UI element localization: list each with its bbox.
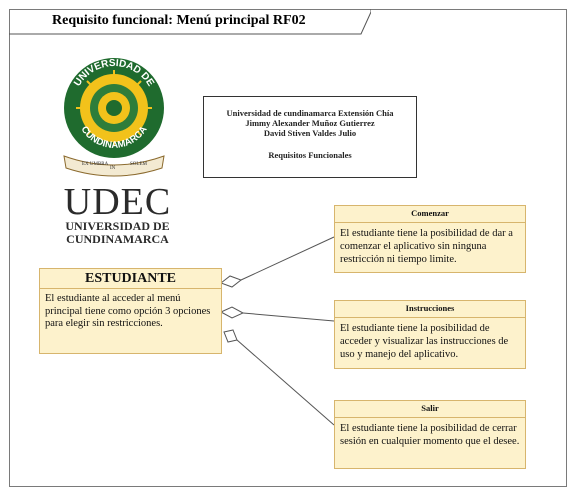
title-tab bbox=[9, 9, 371, 35]
udec-wordmark-title: UDEC bbox=[63, 181, 172, 223]
logo-ribbon-left: EX UMBRA bbox=[82, 162, 109, 167]
connector-diamond-instrucciones bbox=[219, 306, 245, 319]
diagram-title: Requisito funcional: Menú principal RF02 bbox=[52, 13, 306, 28]
option-instrucciones-text: El estudiante tiene la posibilidad de ac… bbox=[340, 323, 509, 360]
option-comenzar-title: Comenzar bbox=[335, 206, 525, 223]
actor-estudiante: ESTUDIANTE El estudiante al acceder al m… bbox=[39, 268, 222, 354]
option-instrucciones: Instrucciones El estudiante tiene la pos… bbox=[334, 300, 526, 369]
option-salir: Salir El estudiante tiene la posibilidad… bbox=[334, 400, 526, 469]
info-institution: Universidad de cundinamarca Extensión Ch… bbox=[226, 108, 394, 118]
option-salir-title: Salir bbox=[335, 401, 525, 418]
udec-wordmark-line2: CUNDINAMARCA bbox=[66, 232, 169, 246]
option-instrucciones-title: Instrucciones bbox=[335, 301, 525, 318]
connector-instrucciones bbox=[242, 312, 335, 322]
connector-comenzar bbox=[240, 236, 335, 281]
info-author-1: Jimmy Alexander Muñoz Gutierrez bbox=[245, 118, 375, 128]
connector-diamond-salir bbox=[223, 329, 238, 343]
info-author-2: David Stiven Valdes Julio bbox=[263, 128, 357, 138]
info-box: Universidad de cundinamarca Extensión Ch… bbox=[203, 96, 417, 178]
option-comenzar: Comenzar El estudiante tiene la posibili… bbox=[334, 205, 526, 273]
info-subtitle: Requisitos Funcionales bbox=[268, 150, 352, 160]
udec-wordmark: UDEC UNIVERSIDAD DE CUNDINAMARCA bbox=[50, 181, 185, 246]
connector-diamond-comenzar bbox=[219, 275, 243, 288]
option-salir-text: El estudiante tiene la posibilidad de ce… bbox=[340, 423, 520, 447]
connector-salir bbox=[236, 339, 335, 426]
logo-ribbon-mid: IN bbox=[110, 166, 116, 171]
udec-wordmark-line1: UNIVERSIDAD DE bbox=[65, 219, 170, 233]
title-tab-shape bbox=[9, 9, 371, 35]
actor-description: El estudiante al acceder al menú princip… bbox=[45, 293, 211, 329]
actor-title: ESTUDIANTE bbox=[40, 269, 221, 289]
university-logo: UNIVERSIDAD DE CUNDINAMARCA EX UMBRA IN … bbox=[63, 58, 165, 177]
logo-ribbon-right: SOLEM bbox=[130, 162, 148, 167]
option-comenzar-text: El estudiante tiene la posibilidad de da… bbox=[340, 228, 513, 265]
